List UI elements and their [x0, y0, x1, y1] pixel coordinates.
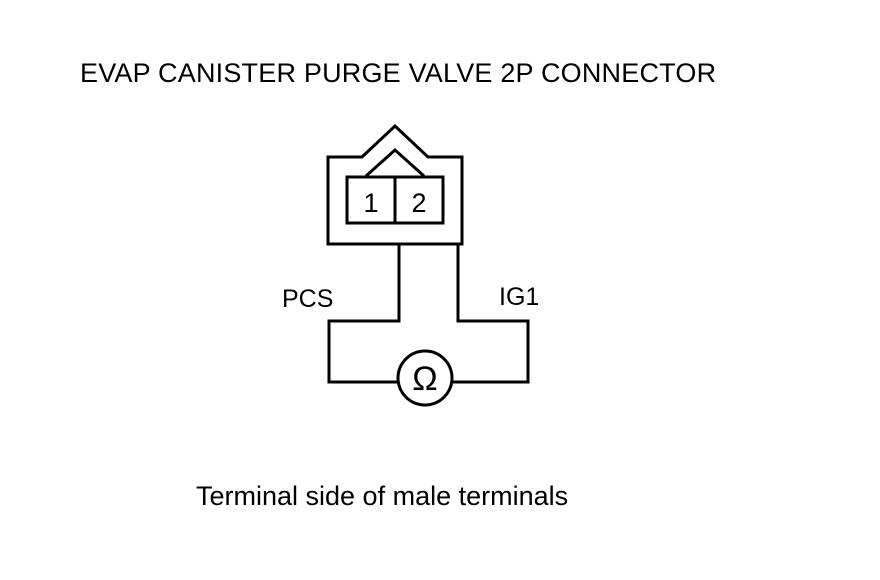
wire-label-ig1: IG1 — [499, 283, 539, 311]
diagram-title: EVAP CANISTER PURGE VALVE 2P CONNECTOR — [80, 58, 717, 88]
connector-housing — [326, 123, 464, 246]
terminal-cavity-2 — [393, 175, 445, 225]
ohmmeter-icon — [396, 349, 454, 407]
wire-label-pcs: PCS — [282, 285, 333, 313]
wire-pcs — [327, 244, 401, 384]
diagram-caption: Terminal side of male terminals — [196, 481, 569, 511]
wire-ig1 — [453, 244, 530, 384]
terminal-number-1: 1 — [363, 188, 378, 218]
terminal-number-2: 2 — [411, 188, 426, 218]
ohm-symbol: Ω — [412, 360, 437, 398]
connector-latch — [364, 147, 426, 178]
